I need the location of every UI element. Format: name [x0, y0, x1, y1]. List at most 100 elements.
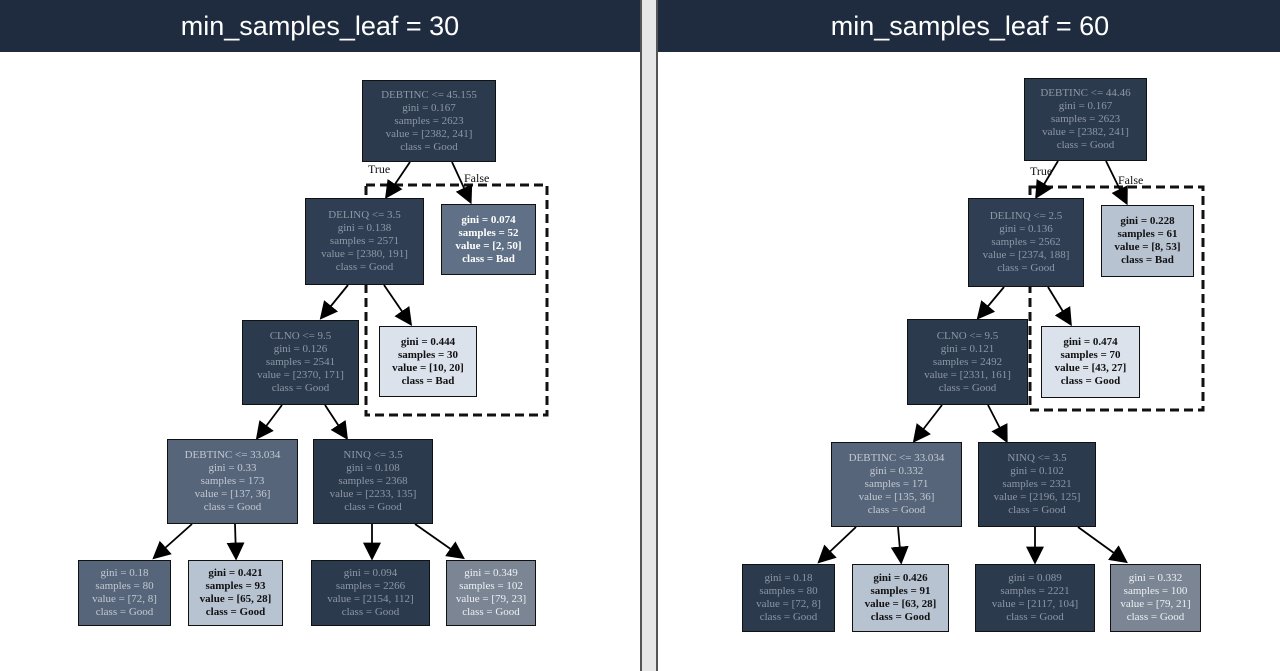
- node-text-line: gini = 0.33: [208, 462, 257, 474]
- node-text-line: gini = 0.089: [1008, 572, 1062, 584]
- node-text-line: class = Good: [344, 501, 402, 513]
- node-text-line: value = [79, 23]: [455, 593, 527, 605]
- node-text-line: gini = 0.121: [940, 342, 995, 355]
- panel-title: min_samples_leaf = 30: [0, 0, 640, 52]
- node-text-line: class = Bad: [462, 252, 515, 265]
- node-text-line: class = Good: [1006, 611, 1064, 623]
- node-text-line: NINQ <= 3.5: [343, 449, 403, 461]
- false-edge-label: False: [464, 171, 490, 185]
- node-text-line: gini = 0.444: [400, 335, 456, 348]
- node-text-line: value = [2, 50]: [455, 239, 522, 252]
- node-text-line: gini = 0.108: [346, 462, 400, 474]
- node-text-line: class = Good: [1056, 139, 1115, 151]
- node-text-line: gini = 0.421: [208, 567, 263, 579]
- node-text-line: class = Good: [867, 504, 926, 516]
- node-text-line: value = [2370, 171]: [257, 369, 344, 381]
- node-text-line: class = Good: [335, 261, 394, 273]
- node-text-line: value = [79, 21]: [1120, 598, 1191, 610]
- tree-panel-min-leaf-60: min_samples_leaf = 60 True False DEBTINC…: [656, 0, 1280, 671]
- node-text-line: gini = 0.349: [464, 567, 518, 579]
- node-text-line: class = Good: [1060, 375, 1121, 387]
- node-text-line: value = [2196, 125]: [993, 491, 1081, 503]
- node-text-line: value = [2382, 241]: [385, 127, 473, 140]
- node-text-line: samples = 2562: [991, 236, 1061, 248]
- node-text-line: DEBTINC <= 45.155: [381, 88, 477, 101]
- node-text-line: NINQ <= 3.5: [1007, 452, 1067, 464]
- false-edge-label: False: [1118, 173, 1144, 187]
- node-text-line: value = [2331, 161]: [924, 368, 1011, 381]
- node-text-line: value = [72, 8]: [92, 593, 157, 605]
- node-text-line: class = Good: [759, 611, 818, 623]
- panel-title: min_samples_leaf = 60: [658, 0, 1280, 52]
- true-edge-label: True: [1030, 164, 1053, 178]
- node-text-line: samples = 80: [759, 585, 818, 597]
- node-text-line: value = [8, 53]: [1114, 241, 1181, 253]
- node-text-line: gini = 0.074: [461, 213, 516, 226]
- node-text-line: gini = 0.426: [873, 572, 928, 584]
- node-text-line: class = Good: [205, 606, 266, 618]
- node-text-line: samples = 2492: [932, 355, 1003, 368]
- node-text-line: class = Good: [997, 262, 1055, 274]
- node-text-line: gini = 0.18: [764, 572, 813, 584]
- node-text-line: value = [63, 28]: [864, 598, 937, 610]
- node-text-line: class = Good: [870, 611, 931, 623]
- node-text-line: gini = 0.167: [402, 101, 456, 114]
- node-text-line: value = [2117, 104]: [991, 598, 1079, 610]
- node-text-line: DELINQ <= 3.5: [328, 209, 401, 221]
- node-text-line: CLNO <= 9.5: [269, 330, 332, 342]
- node-text-line: gini = 0.126: [273, 343, 328, 355]
- node-text-line: samples = 102: [459, 580, 523, 592]
- node-text-line: value = [65, 28]: [199, 593, 272, 605]
- node-text-line: samples = 2623: [1050, 113, 1121, 125]
- node-text-line: samples = 171: [864, 478, 929, 490]
- node-text-line: value = [135, 36]: [858, 491, 935, 503]
- node-text-line: gini = 0.094: [343, 567, 398, 579]
- node-text-line: gini = 0.136: [999, 223, 1053, 235]
- node-text-line: DELINQ <= 2.5: [989, 210, 1063, 222]
- node-text-line: class = Good: [203, 501, 262, 513]
- node-text-line: value = [72, 8]: [756, 598, 821, 610]
- node-text-line: samples = 2541: [265, 356, 336, 368]
- tree-edges: [152, 161, 549, 561]
- node-text-line: gini = 0.228: [1120, 215, 1175, 227]
- node-text-line: samples = 2221: [1000, 585, 1070, 597]
- node-text-line: class = Good: [400, 140, 458, 153]
- node-text-line: samples = 173: [200, 475, 265, 487]
- node-text-line: gini = 0.332: [1128, 572, 1183, 584]
- node-text-line: gini = 0.474: [1063, 336, 1118, 348]
- node-text-line: DEBTINC <= 33.034: [848, 452, 945, 464]
- node-text-line: value = [137, 36]: [194, 488, 271, 500]
- node-text-line: class = Good: [462, 606, 520, 618]
- node-text-line: samples = 91: [870, 585, 931, 597]
- node-text-line: class = Good: [938, 381, 997, 394]
- node-text-line: samples = 80: [95, 580, 154, 592]
- node-text-line: class = Good: [1126, 611, 1185, 623]
- node-text-line: value = [2154, 112]: [327, 593, 414, 605]
- node-text-line: samples = 2368: [338, 475, 408, 487]
- node-text-line: samples = 30: [397, 348, 459, 361]
- node-text-line: samples = 70: [1060, 349, 1121, 361]
- tree-panel-min-leaf-30: min_samples_leaf = 30 True False DEBTINC…: [0, 0, 642, 671]
- node-text-line: class = Bad: [401, 374, 455, 387]
- node-text-line: DEBTINC <= 33.034: [184, 449, 281, 461]
- node-text-line: class = Bad: [1121, 254, 1174, 266]
- node-text-line: samples = 93: [205, 580, 266, 592]
